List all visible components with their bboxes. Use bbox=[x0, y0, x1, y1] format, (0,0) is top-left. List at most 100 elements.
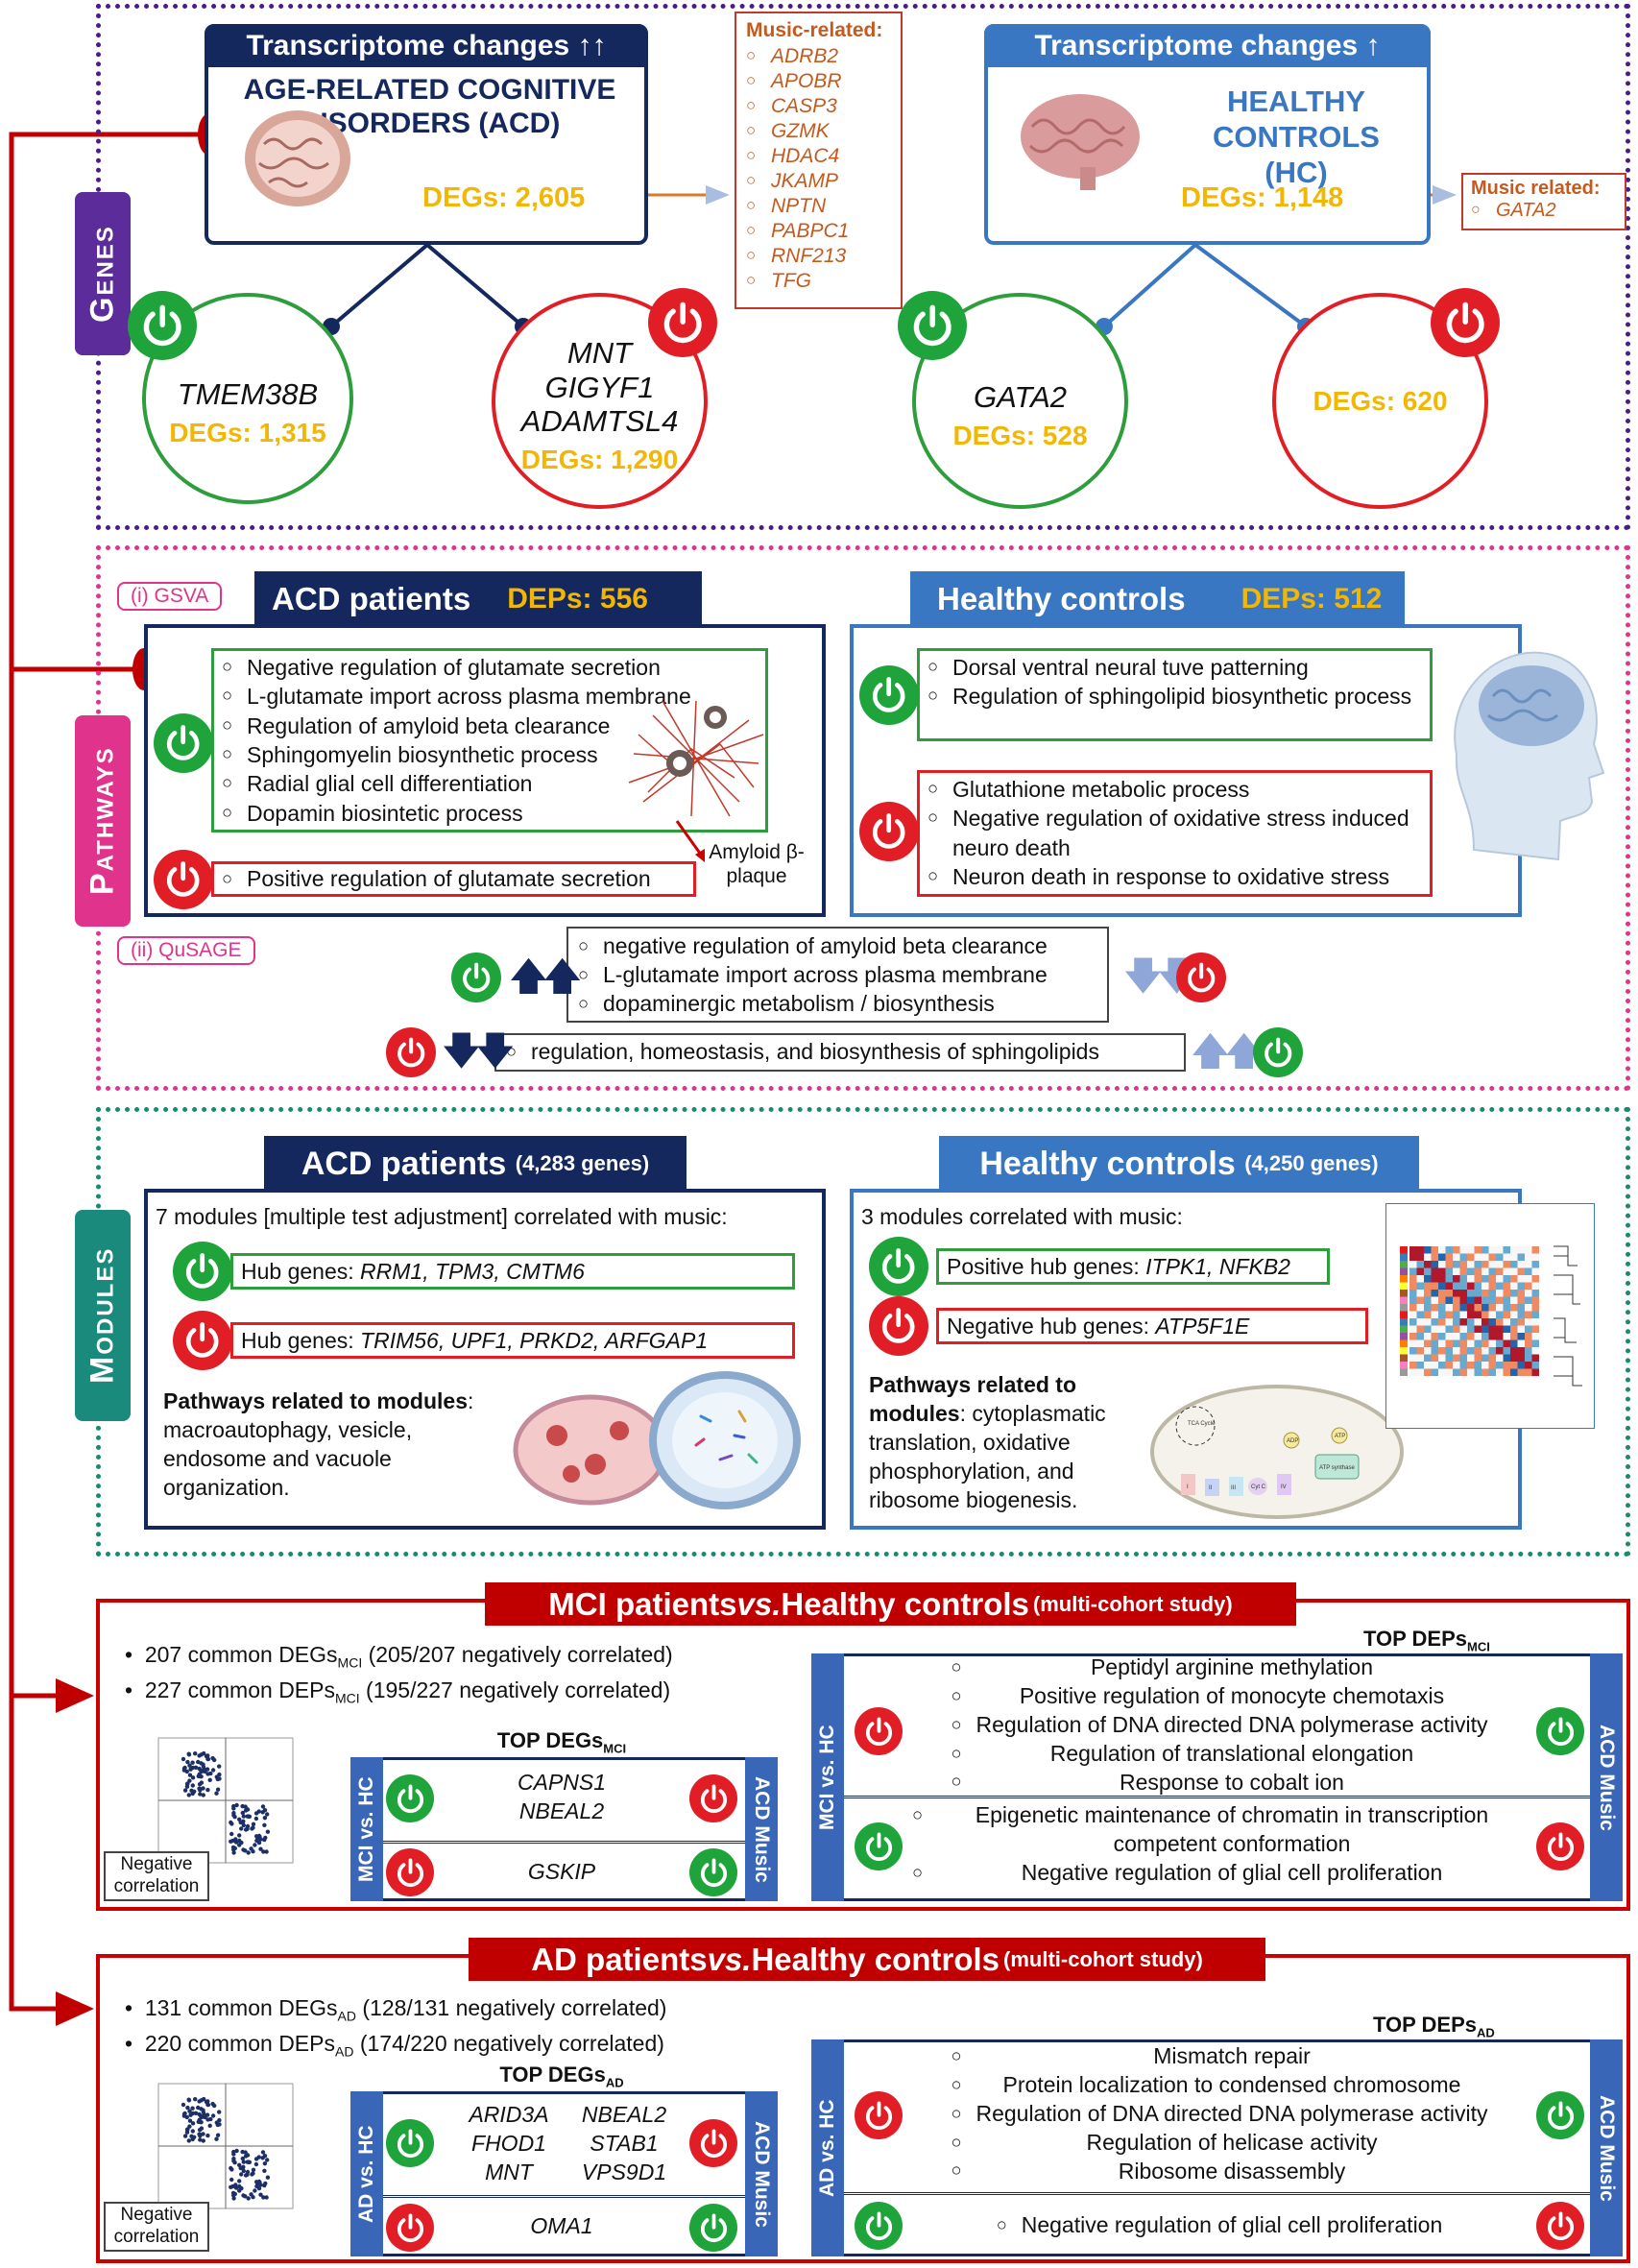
mito-label: I bbox=[1187, 1484, 1189, 1490]
heatmap-cell bbox=[1409, 1354, 1417, 1362]
hc-modules-title: Healthy controls bbox=[979, 1145, 1236, 1182]
heatmap-cell bbox=[1510, 1253, 1518, 1261]
heatmap-cell bbox=[1474, 1354, 1481, 1362]
heatmap-cell bbox=[1459, 1261, 1467, 1268]
power-off-icon bbox=[1431, 288, 1500, 357]
heatmap-cell bbox=[1496, 1304, 1504, 1312]
heatmap-cell bbox=[1481, 1362, 1489, 1369]
scatter-point bbox=[251, 2171, 255, 2176]
scatter-point bbox=[251, 1849, 255, 1854]
scatter-point bbox=[246, 2159, 251, 2164]
heatmap-module-color bbox=[1400, 1267, 1408, 1275]
scatter-point bbox=[243, 1848, 248, 1853]
heatmap-cell bbox=[1459, 1368, 1467, 1376]
heatmap-cell bbox=[1531, 1253, 1539, 1261]
heatmap-cell bbox=[1438, 1253, 1446, 1261]
heatmap-cell bbox=[1474, 1368, 1481, 1376]
list-item: PABPC1 bbox=[746, 219, 891, 244]
vesicle-fusion-image bbox=[513, 1371, 801, 1509]
heatmap-cell bbox=[1416, 1339, 1424, 1347]
scatter-point bbox=[198, 2119, 203, 2125]
heatmap-cell bbox=[1531, 1282, 1539, 1290]
heatmap-cell bbox=[1424, 1318, 1432, 1326]
heatmap-cell bbox=[1431, 1282, 1438, 1290]
heatmap-cell bbox=[1503, 1354, 1510, 1362]
heatmap-cell bbox=[1531, 1261, 1539, 1268]
heatmap-cell bbox=[1531, 1339, 1539, 1347]
list-item: MNT bbox=[566, 336, 633, 371]
heatmap-cell bbox=[1409, 1304, 1417, 1312]
hc-down-pathways-box: Glutathione metabolic processNegative re… bbox=[917, 770, 1433, 897]
heatmap-cell bbox=[1510, 1339, 1518, 1347]
scatter-point bbox=[243, 1804, 248, 1809]
scatter-point bbox=[232, 1846, 237, 1851]
ad-banner-vs: vs. bbox=[707, 1941, 752, 1977]
heatmap-cell bbox=[1510, 1261, 1518, 1268]
heatmap-cell bbox=[1481, 1311, 1489, 1318]
heatmap-cell bbox=[1424, 1354, 1432, 1362]
heatmap-cell bbox=[1453, 1304, 1460, 1312]
heatmap-cell bbox=[1531, 1296, 1539, 1304]
heatmap-module-color bbox=[1400, 1261, 1408, 1268]
scatter-point bbox=[201, 1786, 205, 1791]
heatmap-cell bbox=[1459, 1267, 1467, 1275]
heatmap-cell bbox=[1481, 1290, 1489, 1297]
heatmap-cell bbox=[1453, 1362, 1460, 1369]
scatter-point bbox=[251, 2195, 255, 2200]
heatmap-cell bbox=[1416, 1354, 1424, 1362]
ad-banner-b: Healthy controls bbox=[751, 1941, 1000, 1977]
heatmap-cell bbox=[1531, 1325, 1539, 1333]
scatter-point bbox=[237, 2184, 242, 2189]
scatter-point bbox=[205, 2102, 210, 2108]
ad-deps-acd-music-label: ACD Music bbox=[1590, 2039, 1623, 2256]
acd-hub-down-genes: TRIM56, UPF1, PRKD2, ARFGAP1 bbox=[360, 1328, 709, 1353]
heatmap-cell bbox=[1424, 1261, 1432, 1268]
mci-banner: MCI patients vs. Healthy controls (multi… bbox=[485, 1582, 1296, 1626]
heatmap-cell bbox=[1525, 1333, 1532, 1340]
heatmap-cell bbox=[1496, 1362, 1504, 1369]
ad-scatterplot-image bbox=[157, 2083, 294, 2209]
heatmap-cell bbox=[1517, 1333, 1525, 1340]
list-item: Positive regulation of monocyte chemotax… bbox=[951, 1682, 1487, 1711]
scatter-point bbox=[201, 1762, 205, 1767]
heatmap-cell bbox=[1459, 1304, 1467, 1312]
heatmap-cell bbox=[1459, 1347, 1467, 1355]
scatter-point bbox=[239, 2172, 244, 2177]
scatter-point bbox=[205, 2133, 210, 2138]
scatter-point bbox=[241, 1822, 246, 1828]
list-item: HDAC4 bbox=[746, 144, 891, 169]
heatmap-cell bbox=[1503, 1246, 1510, 1254]
heatmap-cell bbox=[1531, 1246, 1539, 1254]
scatter-point bbox=[258, 1846, 263, 1851]
heatmap-cell bbox=[1525, 1304, 1532, 1312]
heatmap-cell bbox=[1416, 1246, 1424, 1254]
heatmap-cell bbox=[1445, 1311, 1453, 1318]
list-item: dopaminergic metabolism / biosynthesis bbox=[578, 990, 1097, 1019]
scatter-point bbox=[264, 1849, 269, 1854]
heatmap-module-color bbox=[1400, 1339, 1408, 1347]
acd-up-degs: DEGs: 1,315 bbox=[169, 418, 326, 447]
heatmap-cell bbox=[1510, 1347, 1518, 1355]
heatmap-cell bbox=[1438, 1267, 1446, 1275]
scatter-point bbox=[207, 1777, 212, 1782]
mci-deps-group1: Peptidyl arginine methylationPositive re… bbox=[912, 1653, 1527, 1797]
heatmap-cell bbox=[1424, 1339, 1432, 1347]
list-item: ARID3A bbox=[469, 2102, 549, 2127]
scatter-point bbox=[234, 2148, 239, 2154]
heatmap-cell bbox=[1438, 1261, 1446, 1268]
list-item: Regulation of amyloid beta clearance bbox=[222, 712, 758, 740]
list-item: Peptidyl arginine methylation bbox=[951, 1653, 1487, 1682]
scatter-point bbox=[245, 2169, 251, 2175]
heatmap-cell bbox=[1445, 1318, 1453, 1326]
heatmap-cell bbox=[1531, 1290, 1539, 1297]
power-on-icon bbox=[898, 291, 967, 360]
acd-down-pathways-box: Positive regulation of glutamate secreti… bbox=[211, 861, 696, 897]
amyloid-plaque-image bbox=[628, 700, 764, 817]
scatter-point bbox=[217, 1764, 222, 1769]
heatmap-cell bbox=[1481, 1368, 1489, 1376]
heatmap-cell bbox=[1409, 1253, 1417, 1261]
scatter-point bbox=[205, 2112, 210, 2117]
heatmap-cell bbox=[1409, 1275, 1417, 1283]
heatmap-module-color bbox=[1400, 1304, 1408, 1312]
